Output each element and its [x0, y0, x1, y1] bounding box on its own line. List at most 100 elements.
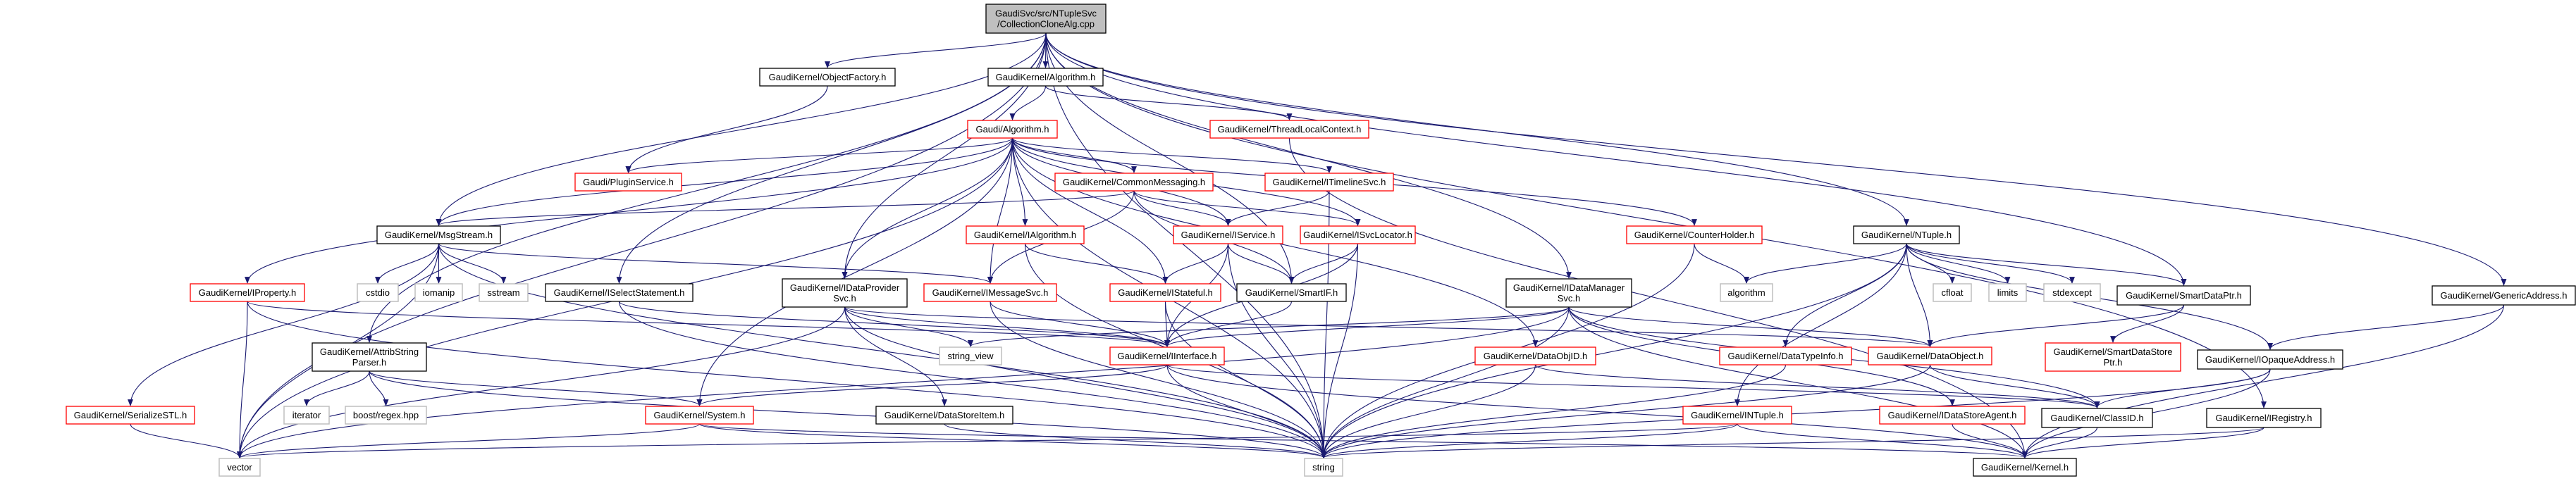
node-label: Parser.h: [352, 357, 386, 368]
node-cmsg[interactable]: GaudiKernel/CommonMessaging.h: [1054, 173, 1214, 192]
node-cid[interactable]: GaudiKernel/ClassID.h: [2041, 408, 2153, 428]
node-sdp[interactable]: GaudiKernel/SmartDataPtr.h: [2116, 285, 2251, 306]
edge-iif-to-kernel: [1166, 364, 2028, 458]
node-root[interactable]: GaudiSvc/src/NTupleSvc/CollectionCloneAl…: [985, 4, 1107, 34]
node-box: [987, 68, 1104, 87]
node-doid[interactable]: GaudiKernel/DataObjID.h: [1474, 346, 1596, 366]
edge-doid-to-cid: [1534, 364, 2100, 408]
node-label: iomanip: [423, 287, 455, 298]
node-msg[interactable]: GaudiKernel/MsgStream.h: [376, 225, 501, 244]
edge-root-to-asp: [366, 32, 1047, 343]
node-isvc[interactable]: GaudiKernel/IService.h: [1173, 225, 1283, 244]
edge-iif-to-string: [1166, 364, 1326, 458]
node-box: [1300, 225, 1416, 244]
edge-root-to-ireg: [1045, 32, 2267, 408]
node-label: boost/regex.hpp: [353, 410, 419, 420]
node-box: [1264, 173, 1394, 192]
node-ntuple[interactable]: GaudiKernel/NTuple.h: [1853, 225, 1960, 244]
edge-idp-to-dobj: [844, 306, 1933, 347]
node-label: GaudiKernel/IOpaqueAddress.h: [2205, 354, 2335, 365]
node-box: [414, 283, 463, 302]
node-label: /CollectionCloneAlg.cpp: [997, 19, 1095, 30]
node-gen[interactable]: GaudiKernel/GenericAddress.h: [2432, 285, 2576, 306]
edge-dobj-to-string: [1321, 364, 1931, 458]
node-label: stdexcept: [2052, 287, 2092, 298]
node-label: Svc.h: [1558, 293, 1581, 304]
edge-galg-to-sys: [696, 137, 1013, 406]
edge-asp-to-iter: [304, 370, 370, 406]
node-ch[interactable]: GaudiKernel/CounterHolder.h: [1626, 225, 1763, 244]
node-dti[interactable]: GaudiKernel/DataTypeInfo.h: [1719, 346, 1852, 366]
edge-msg-to-string: [438, 243, 1326, 458]
node-plugin[interactable]: Gaudi/PluginService.h: [574, 173, 682, 192]
node-box: [312, 342, 427, 372]
node-label: Ptr.h: [2104, 357, 2123, 368]
edge-ntuple-to-sdp: [1906, 243, 2187, 286]
node-label: GaudiKernel/ObjectFactory.h: [769, 72, 887, 82]
node-iter: iterator: [283, 406, 330, 425]
node-label: GaudiKernel/IInterface.h: [1118, 351, 1217, 361]
node-smartif[interactable]: GaudiKernel/SmartIF.h: [1236, 283, 1347, 302]
node-iopq[interactable]: GaudiKernel/IOpaqueAddress.h: [2197, 349, 2343, 370]
edge-isl-to-smartif: [1288, 243, 1359, 284]
node-label: GaudiKernel/CommonMessaging.h: [1063, 177, 1205, 187]
node-box: [1505, 278, 1632, 308]
node-box: [2432, 285, 2576, 306]
node-objfac[interactable]: GaudiKernel/ObjectFactory.h: [759, 68, 896, 87]
node-box: [345, 406, 427, 425]
node-intuple[interactable]: GaudiKernel/INTuple.h: [1682, 406, 1792, 425]
node-itl[interactable]: GaudiKernel/ITimelineSvc.h: [1264, 173, 1394, 192]
node-label: sstream: [487, 287, 519, 298]
edge-idp-to-dsi: [844, 306, 947, 406]
edge-intuple-to-kernel: [1737, 423, 2028, 458]
node-box: [1853, 225, 1960, 244]
node-kernel[interactable]: GaudiKernel/Kernel.h: [1973, 458, 2077, 477]
node-dobj[interactable]: GaudiKernel/DataObject.h: [1868, 346, 1992, 366]
node-box: [545, 283, 694, 302]
node-label: GaudiKernel/ClassID.h: [2050, 413, 2143, 423]
node-box: [2197, 349, 2343, 370]
node-iprop[interactable]: GaudiKernel/IProperty.h: [190, 283, 305, 302]
node-istate[interactable]: GaudiKernel/IStateful.h: [1109, 283, 1221, 302]
edge-sys-to-kernel: [698, 423, 2028, 458]
node-sstl[interactable]: GaudiKernel/SerializeSTL.h: [66, 406, 195, 425]
node-ialg[interactable]: GaudiKernel/IAlgorithm.h: [966, 225, 1085, 244]
edge-root-to-string: [1045, 32, 1326, 458]
node-box: [190, 283, 305, 302]
node-box: [967, 120, 1058, 139]
edge-root-to-objfac: [825, 32, 1047, 68]
node-gkalg[interactable]: GaudiKernel/Algorithm.h: [987, 68, 1104, 87]
node-isel[interactable]: GaudiKernel/ISelectStatement.h: [545, 283, 694, 302]
node-label: GaudiKernel/IDataProvider: [790, 282, 900, 293]
node-label: GaudiKernel/System.h: [653, 410, 745, 420]
edge-msg-to-sstl: [128, 243, 440, 406]
node-ireg[interactable]: GaudiKernel/IRegistry.h: [2206, 408, 2322, 428]
edge-isel-to-string: [618, 301, 1326, 458]
edge-galg-to-imsg: [987, 137, 1013, 284]
node-imsg[interactable]: GaudiKernel/IMessageSvc.h: [923, 283, 1057, 302]
edge-iif-to-sys: [696, 364, 1168, 406]
edge-idm-to-sv: [968, 306, 1570, 347]
node-iif[interactable]: GaudiKernel/IInterface.h: [1109, 346, 1225, 366]
node-cstdio: cstdio: [357, 283, 399, 302]
node-isl[interactable]: GaudiKernel/ISvcLocator.h: [1300, 225, 1416, 244]
node-tlc[interactable]: GaudiKernel/ThreadLocalContext.h: [1209, 120, 1369, 139]
edge-ntuple-to-string: [1321, 243, 1907, 458]
node-label: string_view: [947, 351, 994, 361]
edge-cmsg-to-msg: [436, 190, 1135, 226]
node-box: [1719, 346, 1852, 366]
node-box: [875, 406, 1013, 425]
node-sys[interactable]: GaudiKernel/System.h: [645, 406, 754, 425]
node-label: string: [1312, 462, 1335, 473]
node-galg[interactable]: Gaudi/Algorithm.h: [967, 120, 1058, 139]
edge-asp-to-string: [369, 370, 1326, 458]
node-dsi[interactable]: GaudiKernel/DataStoreItem.h: [875, 406, 1013, 425]
node-box: [1304, 458, 1343, 477]
edge-galg-to-idp: [842, 137, 1013, 279]
edge-idm-to-kernel: [1568, 306, 2028, 458]
node-idsa[interactable]: GaudiKernel/IDataStoreAgent.h: [1879, 406, 2026, 425]
